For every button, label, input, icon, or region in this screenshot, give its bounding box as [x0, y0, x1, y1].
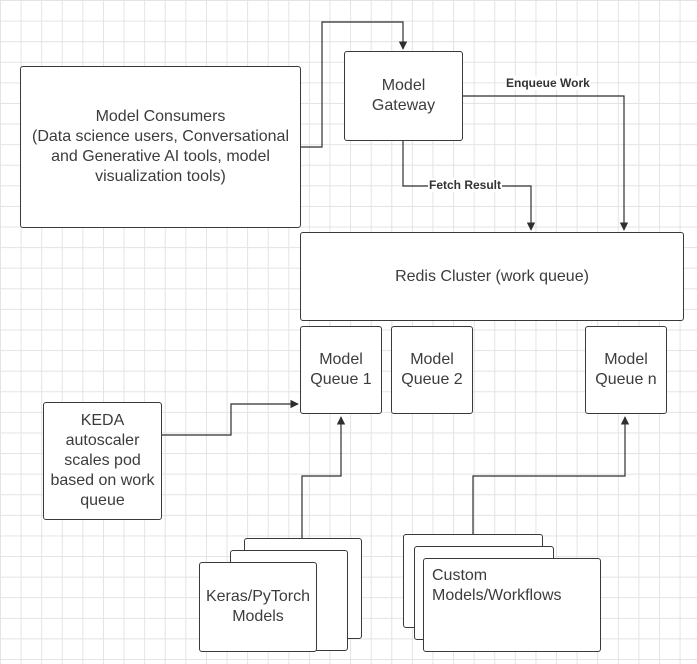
keras-pytorch-models-box: Keras/PyTorch Models [199, 562, 317, 652]
custom-models-box: Custom Models/Workflows [423, 558, 601, 652]
gateway-enqueue-connector [463, 95, 629, 231]
model-consumers-label: Model Consumers (Data science users, Con… [31, 108, 289, 185]
model-queue-n-box: Model Queue n [585, 326, 667, 414]
model-queue-1-box: Model Queue 1 [300, 326, 382, 414]
redis-cluster-label: Redis Cluster (work queue) [395, 267, 589, 285]
keras-pytorch-models-label: Keras/PyTorch Models [205, 588, 311, 625]
model-consumers-box: Model Consumers (Data science users, Con… [20, 66, 301, 228]
model-gateway-label: Model Gateway [371, 77, 436, 114]
keras-to-queue1-connector [301, 416, 346, 538]
redis-cluster-box: Redis Cluster (work queue) [300, 232, 684, 321]
fetch-result-label: Fetch Result [428, 178, 503, 192]
keda-autoscaler-box: KEDA autoscaler scales pod based on work… [43, 402, 162, 520]
custom-models-label: Custom Models/Workflows [432, 567, 562, 604]
model-queue-1-label: Model Queue 1 [310, 351, 372, 388]
keda-autoscaler-label: KEDA autoscaler scales pod based on work… [50, 412, 155, 509]
model-gateway-box: Model Gateway [344, 51, 463, 141]
model-queue-2-label: Model Queue 2 [401, 351, 463, 388]
custom-to-queuen-connector [472, 416, 630, 534]
consumers-to-gateway-connector [301, 21, 408, 148]
keda-to-queue1-connector [162, 399, 299, 436]
model-queue-n-label: Model Queue n [595, 351, 657, 388]
model-queue-2-box: Model Queue 2 [391, 326, 473, 414]
enqueue-work-label: Enqueue Work [505, 76, 591, 90]
